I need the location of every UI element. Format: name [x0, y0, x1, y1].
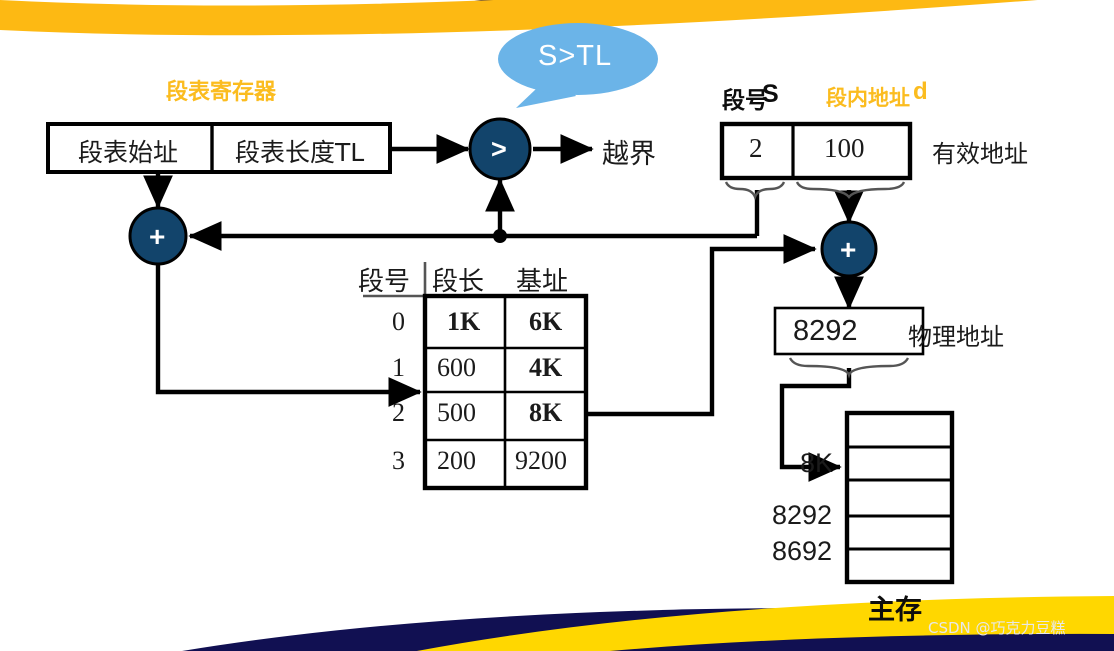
memory-mark-1: 8292 — [772, 500, 833, 530]
main-memory-label: 主存 — [868, 595, 922, 626]
physical-address-value: 8292 — [793, 315, 858, 347]
memory-mark-2: 8692 — [772, 536, 833, 566]
logical-address-offset-value: 100 — [824, 133, 865, 163]
top-orange-band — [0, 0, 1038, 36]
offset-label: 段内地址 — [826, 86, 910, 110]
logical-address-segment-value: 2 — [749, 133, 763, 163]
table-row: 1 — [392, 353, 405, 382]
bus-junction-dot — [493, 229, 507, 243]
register-base-cell-label: 段表始址 — [78, 138, 179, 167]
table-row: 200 — [437, 446, 476, 475]
bottom-yellow-band — [417, 596, 1114, 651]
segment-number-sup-label: S — [762, 80, 779, 108]
bubble-text: S>TL — [538, 40, 613, 72]
offset-sup-label: d — [913, 78, 928, 105]
out-of-range-label: 越界 — [602, 139, 656, 170]
segment-register-box — [46, 122, 392, 174]
segment-number-label: 段号 — [722, 88, 768, 114]
segment-table-header-2: 基址 — [516, 267, 569, 297]
comparator-symbol: > — [491, 134, 507, 164]
effective-address-label: 有效地址 — [932, 140, 1028, 168]
watermark: CSDN @巧克力豆糕 — [928, 619, 1066, 637]
main-memory-block — [844, 410, 955, 585]
memory-mark-0: 8K — [800, 448, 834, 478]
table-row: 600 — [437, 353, 476, 382]
logical-address-box — [719, 121, 913, 181]
table-row: 8K — [529, 398, 563, 427]
table-row: 0 — [392, 307, 405, 336]
physical-address-brace — [788, 357, 910, 379]
table-row: 2 — [392, 398, 405, 427]
table-row: 500 — [437, 398, 476, 427]
segment-table-grid — [363, 262, 589, 491]
table-row: 6K — [529, 307, 563, 336]
table-row: 4K — [529, 353, 563, 382]
physical-address-box-rect — [773, 306, 925, 356]
segment-table-header-1: 段长 — [432, 267, 485, 297]
right-adder-node — [820, 220, 878, 278]
table-row: 3 — [392, 446, 405, 475]
right-adder-symbol: + — [840, 234, 857, 265]
segment-table-header-0: 段号 — [358, 267, 411, 297]
left-adder-symbol: + — [149, 221, 166, 252]
speech-bubble — [498, 23, 658, 108]
table-row: 9200 — [515, 446, 567, 475]
register-length-cell-label: 段表长度TL — [235, 138, 365, 167]
comparator-node — [468, 117, 532, 181]
physical-address-label: 物理地址 — [908, 323, 1004, 351]
table-row: 1K — [447, 307, 481, 336]
left-adder-node — [128, 206, 188, 266]
page-title: 段表寄存器 — [166, 80, 277, 105]
